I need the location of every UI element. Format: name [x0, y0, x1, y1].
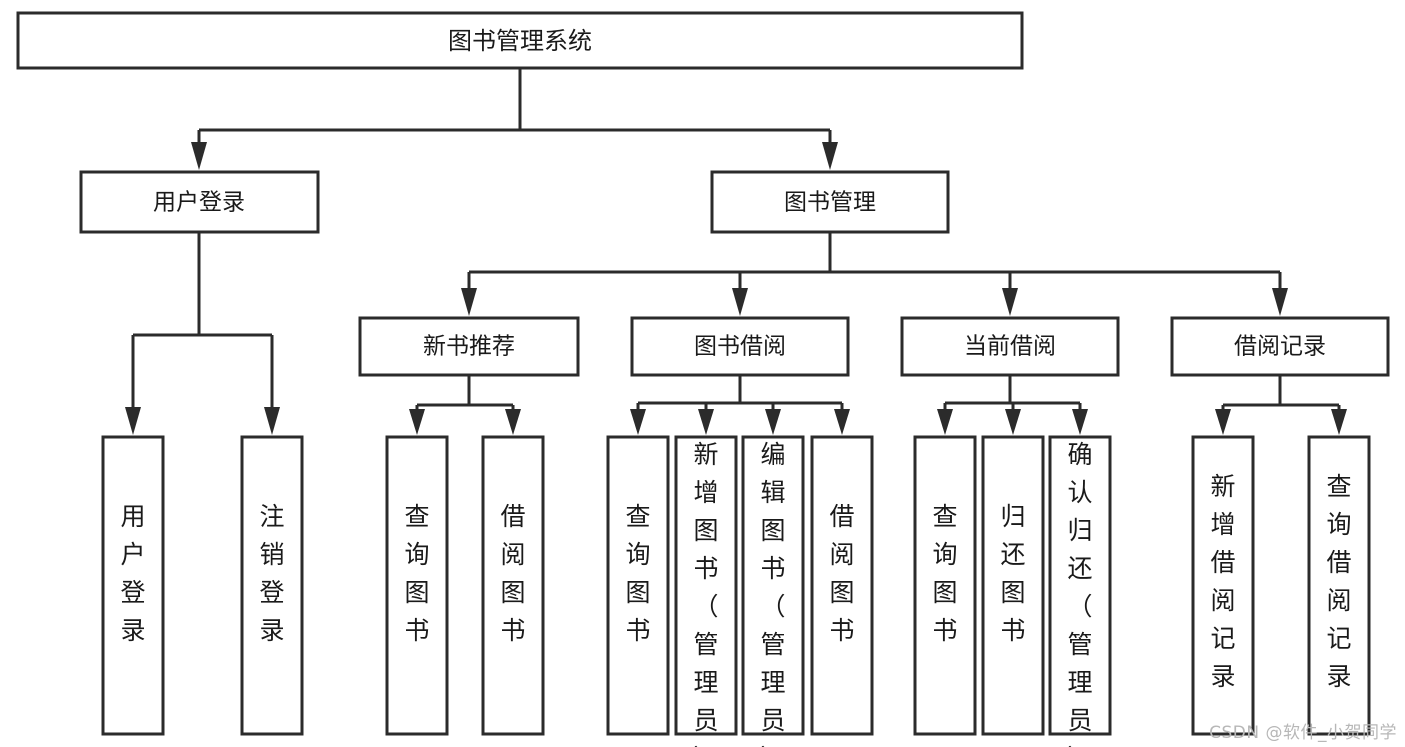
leaf-borrow-book-2-label: 借阅图书 — [829, 502, 854, 645]
arrow-leaf-logout-login — [264, 407, 280, 435]
leaf-add-book-admin-box[interactable] — [674, 435, 738, 736]
node-current-borrow-box[interactable] — [900, 316, 1120, 377]
leaf-add-book-admin-label: 新增图书（管理员） — [693, 440, 718, 747]
leaf-borrow-book-2-box[interactable] — [810, 435, 874, 736]
leaf-query-book-1-box[interactable] — [385, 435, 449, 736]
node-new-book-recommend-label: 新书推荐 — [423, 334, 515, 360]
leaf-return-book-box[interactable] — [981, 435, 1045, 736]
csdn-watermark: CSDN @软件_小贺同学 — [1209, 723, 1397, 743]
leaf-add-book-admin[interactable]: 新增图书（管理员） — [674, 435, 738, 747]
node-book-management[interactable]: 图书管理 — [710, 170, 950, 234]
leaf-logout-login-box[interactable] — [240, 435, 304, 736]
arrow-leaf-confirm-return-admin — [1072, 409, 1088, 435]
node-borrow-record[interactable]: 借阅记录 — [1170, 316, 1390, 377]
node-root-label: 图书管理系统 — [448, 27, 592, 55]
arrow-leaf-add-book-admin — [698, 409, 714, 435]
leaf-query-book-1[interactable]: 查询图书 — [385, 435, 449, 736]
node-root-box[interactable] — [16, 11, 1024, 70]
connectors — [125, 68, 1347, 435]
leaf-confirm-return-admin-label: 确认归还（管理员） — [1067, 440, 1092, 747]
leaf-edit-book-admin-label: 编辑图书（管理员） — [760, 440, 785, 747]
leaf-query-borrow-record-box[interactable] — [1307, 435, 1371, 736]
node-book-borrow-label: 图书借阅 — [694, 334, 786, 360]
leaf-edit-book-admin-box[interactable] — [741, 435, 805, 736]
node-user-login-label: 用户登录 — [153, 190, 245, 216]
node-current-borrow[interactable]: 当前借阅 — [900, 316, 1120, 377]
arrow-leaf-query-book-1 — [409, 409, 425, 435]
leaf-query-book-2[interactable]: 查询图书 — [606, 435, 670, 736]
arrow-leaf-query-borrow-record — [1331, 409, 1347, 435]
arrow-leaf-user-login — [125, 407, 141, 435]
arrow-to-book-management — [822, 142, 838, 170]
arrow-to-borrow-record — [1272, 288, 1288, 316]
leaf-query-book-2-box[interactable] — [606, 435, 670, 736]
arrow-to-current-borrow — [1002, 288, 1018, 316]
arrow-leaf-add-borrow-record — [1215, 409, 1231, 435]
leaf-query-book-1-label: 查询图书 — [404, 502, 429, 645]
node-user-login[interactable]: 用户登录 — [79, 170, 320, 234]
leaf-borrow-book-1-box[interactable] — [481, 435, 545, 736]
leaf-query-book-3[interactable]: 查询图书 — [913, 435, 977, 736]
arrow-to-user-login — [191, 142, 207, 170]
leaf-query-book-2-label: 查询图书 — [625, 502, 650, 645]
leaf-user-login[interactable]: 用户登录 — [101, 435, 165, 736]
arrow-leaf-return-book — [1005, 409, 1021, 435]
leaf-return-book[interactable]: 归还图书 — [981, 435, 1045, 736]
leaf-borrow-book-1-label: 借阅图书 — [500, 502, 525, 645]
leaf-add-borrow-record-box[interactable] — [1191, 435, 1255, 736]
node-book-management-label: 图书管理 — [784, 190, 876, 216]
leaf-query-borrow-record[interactable]: 查询借阅记录 — [1307, 435, 1371, 736]
leaf-edit-book-admin[interactable]: 编辑图书（管理员） — [741, 435, 805, 747]
leaf-query-book-3-label: 查询图书 — [932, 502, 957, 645]
node-book-management-box[interactable] — [710, 170, 950, 234]
arrow-leaf-borrow-book-2 — [834, 409, 850, 435]
node-root[interactable]: 图书管理系统 — [16, 11, 1024, 70]
node-borrow-record-label: 借阅记录 — [1234, 334, 1326, 360]
arrow-leaf-query-book-3 — [937, 409, 953, 435]
arrow-to-book-borrow — [732, 288, 748, 316]
leaf-borrow-book-2[interactable]: 借阅图书 — [810, 435, 874, 736]
leaf-user-login-label: 用户登录 — [120, 502, 145, 645]
leaf-confirm-return-admin-box[interactable] — [1048, 435, 1112, 736]
node-book-borrow-box[interactable] — [630, 316, 850, 377]
leaf-add-borrow-record-label: 新增借阅记录 — [1210, 472, 1235, 691]
leaf-user-login-box[interactable] — [101, 435, 165, 736]
leaf-return-book-label: 归还图书 — [1000, 502, 1025, 645]
leaf-query-borrow-record-label: 查询借阅记录 — [1326, 472, 1351, 691]
node-book-borrow[interactable]: 图书借阅 — [630, 316, 850, 377]
arrow-to-new-book — [461, 288, 477, 316]
arrow-leaf-edit-book-admin — [765, 409, 781, 435]
leaf-borrow-book-1[interactable]: 借阅图书 — [481, 435, 545, 736]
node-user-login-box[interactable] — [79, 170, 320, 234]
arrow-leaf-query-book-2 — [630, 409, 646, 435]
node-new-book-recommend[interactable]: 新书推荐 — [358, 316, 580, 377]
leaf-confirm-return-admin[interactable]: 确认归还（管理员） — [1048, 435, 1112, 747]
node-current-borrow-label: 当前借阅 — [964, 334, 1056, 360]
leaf-logout-login-label: 注销登录 — [259, 502, 284, 645]
node-borrow-record-box[interactable] — [1170, 316, 1390, 377]
leaf-logout-login[interactable]: 注销登录 — [240, 435, 304, 736]
leaf-add-borrow-record[interactable]: 新增借阅记录 — [1191, 435, 1255, 736]
arrow-leaf-borrow-book-1 — [505, 409, 521, 435]
leaf-query-book-3-box[interactable] — [913, 435, 977, 736]
node-new-book-recommend-box[interactable] — [358, 316, 580, 377]
